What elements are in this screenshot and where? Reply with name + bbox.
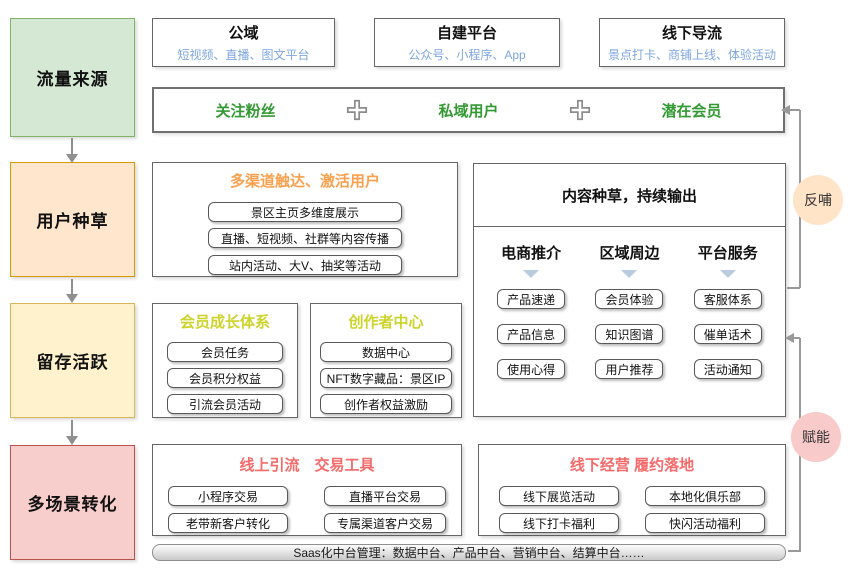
online-traffic-panel: 线上引流 交易工具 小程序交易 直播平台交易 老带新客户转化 专属渠道客户交易	[152, 444, 462, 536]
chip: 产品速递	[497, 289, 566, 309]
panel-row: 线下展览活动 本地化俱乐部	[479, 486, 785, 506]
content-output-panel: 内容种草，持续输出 电商推介 产品速递 产品信息 使用心得 区域周边 会员体验 …	[473, 163, 786, 417]
chip: 引流会员活动	[167, 394, 283, 414]
source-subtitle: 公众号、小程序、App	[408, 48, 526, 62]
chip: 催单话术	[693, 324, 762, 344]
chip: 产品信息	[497, 324, 566, 344]
plus-icon	[560, 97, 600, 123]
source-subtitle: 景点打卡、商铺上线、体验活动	[607, 48, 776, 62]
arrow-down-icon	[66, 154, 78, 163]
column-header: 区域周边	[599, 245, 660, 262]
panel-title: 创作者中心	[348, 314, 424, 331]
chip: 线下打卡福利	[499, 513, 619, 533]
panel-row: 线下打卡福利 快闪活动福利	[479, 513, 785, 533]
column-regional: 区域周边 会员体验 知识图谱 用户推荐	[581, 227, 677, 379]
arrow-down-icon	[71, 138, 73, 155]
chip: 直播、短视频、社群等内容传播	[208, 228, 402, 248]
connector-line	[787, 287, 800, 289]
chip: 会员积分权益	[167, 368, 283, 388]
connector-line	[788, 550, 800, 552]
chip: 活动通知	[693, 359, 762, 379]
chip: 客服体系	[693, 289, 762, 309]
source-title: 线下导流	[661, 25, 722, 42]
badge-empower: 赋能	[791, 412, 841, 462]
arrow-down-icon	[66, 436, 78, 445]
stage-label: 留存活跃	[36, 353, 109, 372]
stage-traffic-source: 流量来源	[10, 18, 135, 137]
chip: 专属渠道客户交易	[324, 513, 446, 533]
chip: 快闪活动福利	[645, 513, 765, 533]
chip: 线下展览活动	[499, 486, 619, 506]
chip: 会员体验	[595, 289, 664, 309]
arrow-down-icon	[71, 420, 73, 437]
source-box-own-platform: 自建平台 公众号、小程序、App	[374, 18, 560, 67]
panel-title: 线下经营 履约落地	[569, 457, 695, 474]
pool-label-potential-members: 潜在会员	[661, 102, 722, 120]
chip: 老带新客户转化	[168, 513, 288, 533]
column-header: 平台服务	[697, 245, 758, 262]
chip: 数据中心	[320, 342, 452, 362]
stage-retention: 留存活跃	[10, 303, 135, 418]
chip: 站内活动、大V、抽奖等活动	[208, 255, 402, 275]
source-subtitle: 短视频、直播、图文平台	[177, 48, 310, 62]
member-growth-panel: 会员成长体系 会员任务 会员积分权益 引流会员活动	[152, 303, 298, 418]
panel-title: 多渠道触达、激活用户	[229, 173, 380, 190]
triangle-down-icon	[719, 270, 736, 278]
plus-icon	[337, 97, 377, 123]
chip: 小程序交易	[168, 486, 288, 506]
panel-row: 老带新客户转化 专属渠道客户交易	[153, 513, 461, 533]
badge-feedback: 反哺	[793, 175, 843, 225]
multi-channel-panel: 多渠道触达、激活用户 景区主页多维度展示 直播、短视频、社群等内容传播 站内活动…	[152, 162, 458, 277]
chip: NFT数字藏品：景区IP	[320, 368, 452, 388]
chip: 会员任务	[167, 342, 283, 362]
offline-operation-panel: 线下经营 履约落地 线下展览活动 本地化俱乐部 线下打卡福利 快闪活动福利	[478, 444, 786, 536]
content-columns: 电商推介 产品速递 产品信息 使用心得 区域周边 会员体验 知识图谱 用户推荐 …	[474, 227, 785, 379]
arrow-down-icon	[66, 294, 78, 303]
panel-title: 会员成长体系	[179, 314, 270, 331]
stage-user-seeding: 用户种草	[10, 162, 135, 277]
user-pool-bar: 关注粉丝 私域用户 潜在会员	[152, 87, 785, 133]
chip: 使用心得	[497, 359, 566, 379]
panel-title: 内容种草，持续输出	[474, 164, 785, 227]
chip: 直播平台交易	[324, 486, 446, 506]
pool-label-private-users: 私域用户	[438, 102, 499, 120]
chip: 景区主页多维度展示	[208, 202, 402, 222]
arrow-left-icon	[781, 105, 790, 115]
chip: 创作者权益激励	[320, 394, 452, 414]
stage-conversion: 多场景转化	[10, 445, 135, 560]
chip: 知识图谱	[595, 324, 664, 344]
saas-bar-text: Saas化中台管理：数据中台、产品中台、营销中台、结算中台……	[293, 546, 645, 560]
creator-center-panel: 创作者中心 数据中心 NFT数字藏品：景区IP 创作者权益激励	[310, 303, 462, 418]
connector-line	[789, 109, 800, 111]
source-title: 公域	[228, 25, 259, 42]
chip: 本地化俱乐部	[645, 486, 765, 506]
pool-label-fans: 关注粉丝	[215, 102, 276, 120]
triangle-down-icon	[621, 270, 638, 278]
badge-label: 反哺	[804, 192, 832, 208]
source-box-public-domain: 公域 短视频、直播、图文平台	[152, 18, 335, 67]
badge-label: 赋能	[802, 429, 830, 445]
column-header: 电商推介	[501, 245, 562, 262]
chip: 用户推荐	[595, 359, 664, 379]
stage-label: 用户种草	[36, 212, 109, 231]
source-box-offline: 线下导流 景点打卡、商铺上线、体验活动	[599, 18, 785, 67]
triangle-down-icon	[523, 270, 540, 278]
source-title: 自建平台	[436, 25, 497, 42]
panel-title: 线上引流 交易工具	[239, 457, 375, 474]
panel-row: 小程序交易 直播平台交易	[153, 486, 461, 506]
stage-label: 流量来源	[36, 70, 109, 89]
arrow-left-icon	[785, 333, 794, 343]
saas-platform-bar: Saas化中台管理：数据中台、产品中台、营销中台、结算中台……	[152, 544, 786, 561]
stage-label: 多场景转化	[27, 495, 118, 514]
connector-line	[793, 337, 800, 339]
column-ecommerce: 电商推介 产品速递 产品信息 使用心得	[483, 227, 579, 379]
column-platform-service: 平台服务 客服体系 催单话术 活动通知	[680, 227, 776, 379]
arrow-down-icon	[71, 279, 73, 295]
